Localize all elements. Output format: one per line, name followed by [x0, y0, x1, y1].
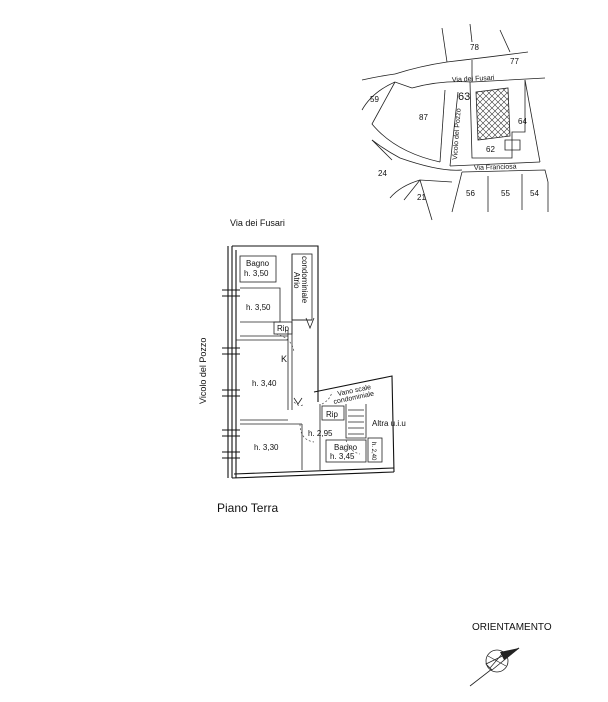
parcel-63-hatch	[475, 87, 511, 141]
parcel-24: 24	[378, 169, 387, 178]
plan-title: Piano Terra	[217, 501, 278, 515]
small-room-height: h. 2,40	[370, 442, 376, 461]
street-fusari-label: Via dei Fusari	[230, 218, 285, 228]
parcel-56: 56	[466, 189, 475, 198]
parcel-21: 21	[417, 193, 426, 202]
atrio-label: Atrio	[292, 272, 301, 289]
bagno2-label: Bagno	[334, 443, 358, 452]
parcel-63-label: 63	[458, 91, 470, 103]
altra-uiu-label: Altra u.i.u	[372, 419, 406, 428]
parcel-54: 54	[530, 189, 539, 198]
parcel-87: 87	[419, 113, 428, 122]
street-pozzo-label: Vicolo del Pozzo	[198, 338, 208, 404]
room4-height: h. 3,30	[254, 443, 279, 452]
kitchen-label: K	[281, 354, 287, 364]
rip2-label: Rip	[326, 410, 339, 419]
atrio-condominiale-label: condominiale	[300, 256, 309, 304]
compass-icon	[469, 647, 520, 687]
rip1-label: Rip	[277, 324, 290, 333]
street-franciosa-map: Via Franciosa	[474, 164, 517, 172]
parcel-55: 55	[501, 189, 510, 198]
orientation: ORIENTAMENTO	[469, 622, 552, 687]
parcel-64: 64	[518, 117, 527, 126]
bagno1-label: Bagno	[246, 259, 270, 268]
bagno1-height: h. 3,50	[244, 269, 269, 278]
site-map: 78 77 59 87 64 62 24 21 56 55 54 63 Via …	[361, 23, 549, 221]
street-fusari-map: Via dei Fusari	[452, 75, 495, 84]
parcel-62: 62	[486, 145, 495, 154]
bagno2-height: h. 3,45	[330, 452, 355, 461]
street-pozzo-map: Vicolo del Pozzo	[452, 108, 463, 160]
parcel-59: 59	[370, 95, 379, 104]
floor-plan: Via dei Fusari Vicolo del Pozzo Bagno h.…	[198, 218, 406, 515]
room2-height: h. 3,40	[252, 379, 277, 388]
parcel-78: 78	[470, 43, 479, 52]
room3-height: h. 2,95	[308, 429, 333, 438]
orientation-label: ORIENTAMENTO	[472, 622, 552, 633]
parcel-77: 77	[510, 57, 519, 66]
room1-height: h. 3,50	[246, 303, 271, 312]
